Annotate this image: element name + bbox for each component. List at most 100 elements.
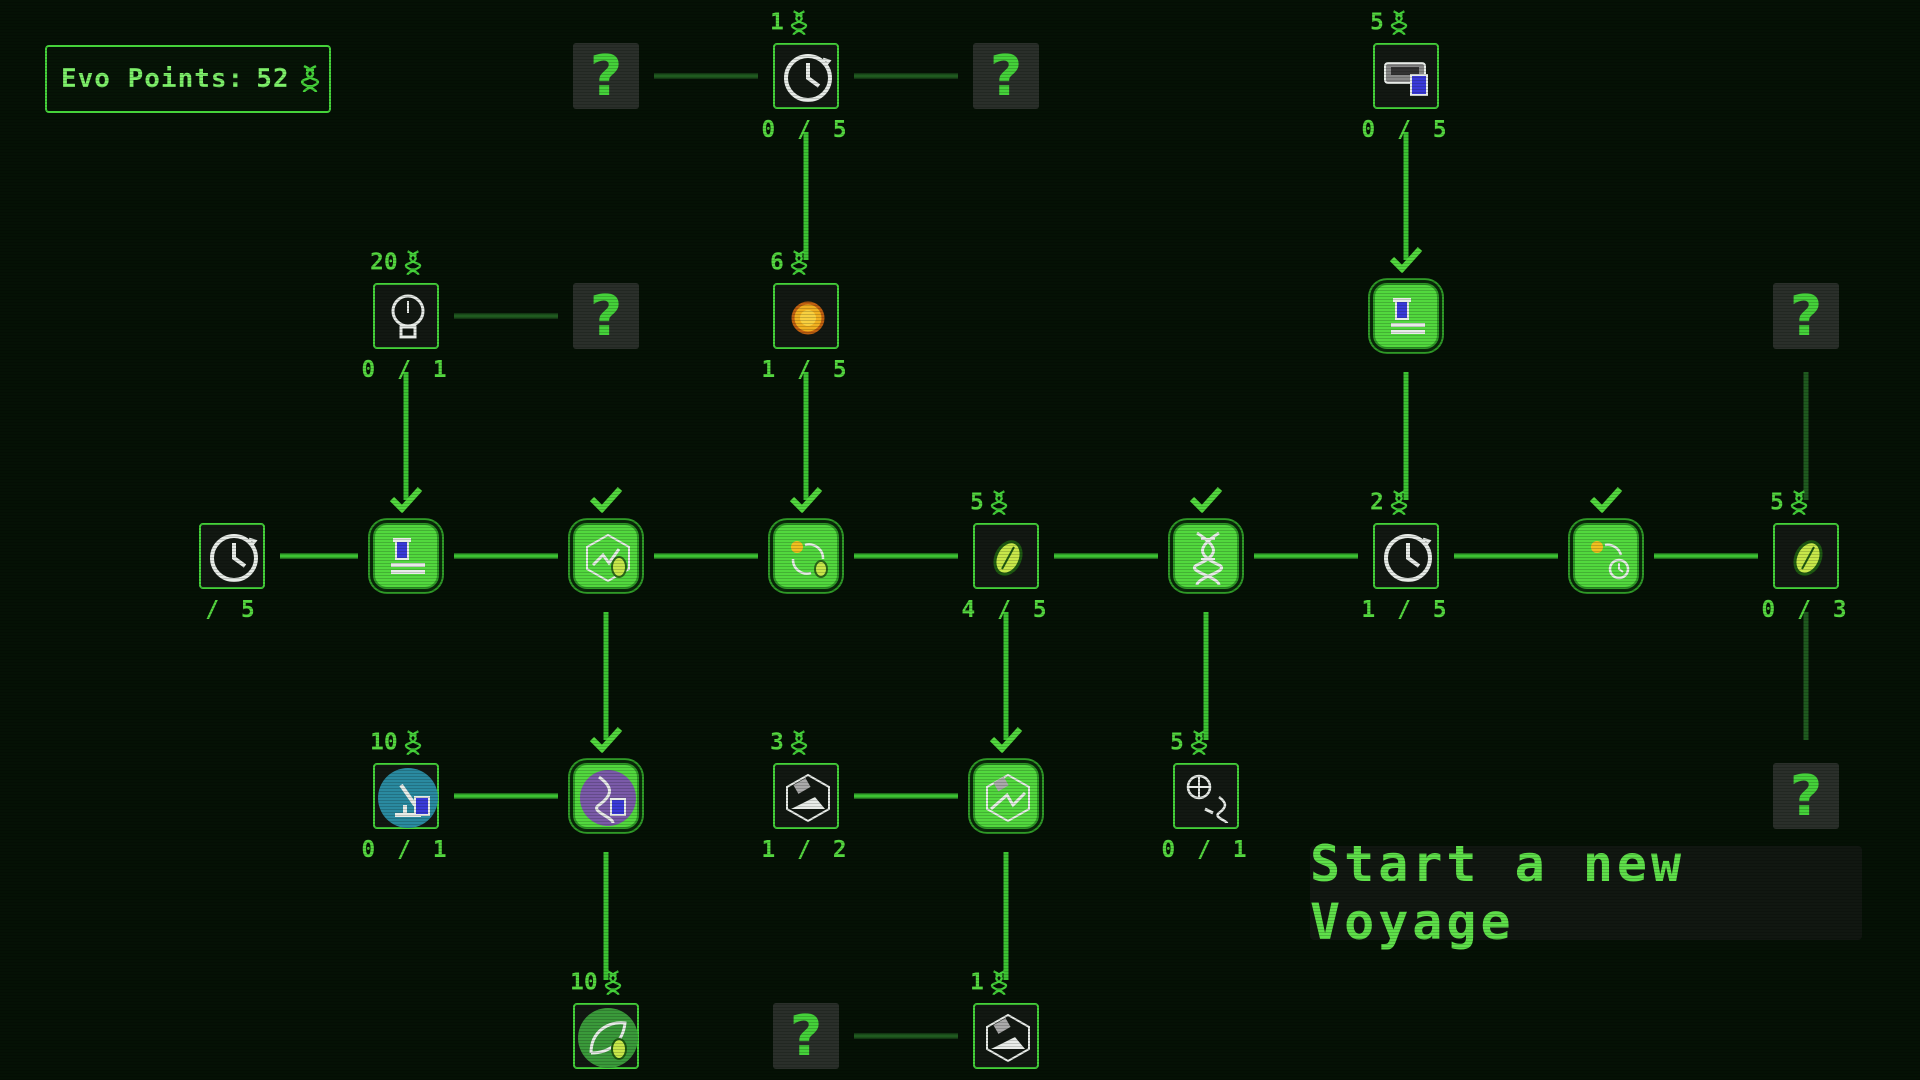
node-cost: 5 (970, 489, 1008, 516)
node-cost: 6 (770, 249, 808, 276)
checkmark-icon (1589, 486, 1623, 513)
node-progress: 0 / 5 (761, 117, 851, 143)
node-progress: 0 / 3 (1761, 597, 1851, 623)
skill-node-question[interactable]: ? (573, 43, 639, 109)
node-cost: 2 (1370, 489, 1408, 516)
dna-icon (1190, 730, 1207, 756)
skill-node-clock[interactable] (1373, 523, 1439, 589)
skill-node-seed[interactable] (1773, 523, 1839, 589)
skill-node-clock[interactable] (773, 43, 839, 109)
node-cost: 20 (370, 249, 422, 276)
microscope-icon (378, 768, 438, 828)
evo-points-value: 52 (256, 64, 290, 94)
skill-node-globe-dna[interactable] (1173, 763, 1239, 829)
node-cost: 10 (370, 729, 422, 756)
question-icon: ? (789, 1003, 823, 1069)
skill-node-microscope[interactable] (373, 763, 439, 829)
checkmark-icon (1189, 486, 1223, 513)
skill-node-satellite[interactable] (973, 1003, 1039, 1069)
node-cost-value: 5 (1770, 489, 1784, 516)
skill-node-dna-helix[interactable] (1173, 523, 1239, 589)
node-progress: 0 / 1 (361, 837, 451, 863)
flask-stack-icon (1391, 298, 1425, 334)
dna-icon (1790, 490, 1807, 516)
node-cost: 5 (1170, 729, 1208, 756)
node-cost: 5 (1770, 489, 1808, 516)
node-cost-value: 20 (370, 249, 398, 276)
checkmark-icon (589, 486, 623, 513)
dna-icon (790, 730, 807, 756)
skill-node-machine-flask[interactable] (1373, 43, 1439, 109)
node-cost-value: 10 (570, 969, 598, 996)
node-cost-value: 3 (770, 729, 784, 756)
skill-node-question[interactable]: ? (573, 283, 639, 349)
satellite-icon (786, 773, 830, 823)
satellite-icon (986, 1013, 1030, 1063)
skill-node-sun-clock[interactable] (1573, 523, 1639, 589)
skill-node-leaf-seed[interactable] (573, 1003, 639, 1069)
checkmark-icon (989, 726, 1023, 753)
question-icon: ? (1789, 283, 1823, 349)
dna-icon (604, 970, 621, 996)
node-cost: 3 (770, 729, 808, 756)
node-cost-value: 2 (1370, 489, 1384, 516)
node-progress: 1 / 2 (761, 837, 851, 863)
dna-icon (1390, 10, 1407, 36)
dna-icon (790, 250, 807, 276)
dna-flask-icon (580, 770, 636, 826)
seed-icon (993, 540, 1023, 576)
node-cost-value: 5 (970, 489, 984, 516)
leaf-seed-icon (578, 1008, 638, 1068)
seed-icon (1793, 540, 1823, 576)
node-cost: 1 (970, 969, 1008, 996)
skill-node-satellite-leaf[interactable] (973, 763, 1039, 829)
dna-helix-icon (1193, 531, 1223, 586)
node-cost-value: 5 (1370, 9, 1384, 36)
node-cost: 1 (770, 9, 808, 36)
skill-node-seed[interactable] (973, 523, 1039, 589)
checkmark-icon (789, 486, 823, 513)
node-progress: 0 / 5 (1361, 117, 1451, 143)
checkmark-icon (589, 726, 623, 753)
node-progress: 0 / 1 (361, 357, 451, 383)
flask-stack-icon (391, 538, 425, 574)
question-icon: ? (989, 43, 1023, 109)
evo-points-panel: Evo Points: 52 (45, 45, 331, 113)
skill-node-question[interactable]: ? (973, 43, 1039, 109)
dna-icon (1390, 490, 1407, 516)
checkmark-icon (1389, 246, 1423, 273)
start-voyage-button[interactable]: Start a new Voyage (1310, 835, 1862, 951)
skill-node-dna-flask[interactable] (573, 763, 639, 829)
node-progress: 4 / 5 (961, 597, 1051, 623)
crab-leaf-icon (586, 533, 630, 583)
skill-node-question[interactable]: ? (773, 1003, 839, 1069)
dna-icon (790, 10, 807, 36)
machine-flask-icon (1384, 62, 1428, 96)
evo-points-label: Evo Points: (61, 64, 245, 94)
dna-icon (404, 730, 421, 756)
node-cost-value: 6 (770, 249, 784, 276)
question-icon: ? (589, 283, 623, 349)
node-progress: 1 / 5 (1361, 597, 1451, 623)
skill-node-flask-stack[interactable] (1373, 283, 1439, 349)
skill-node-crab-leaf[interactable] (573, 523, 639, 589)
checkmark-icon (389, 486, 423, 513)
dna-icon (990, 970, 1007, 996)
skill-node-sun-cycle[interactable] (773, 523, 839, 589)
clock-icon (210, 534, 258, 582)
skill-node-lightbulb[interactable] (373, 283, 439, 349)
skill-node-question[interactable]: ? (1773, 283, 1839, 349)
skill-node-clock[interactable] (199, 523, 265, 589)
skill-node-question[interactable]: ? (1773, 763, 1839, 829)
skill-node-satellite[interactable] (773, 763, 839, 829)
node-cost: 10 (570, 969, 622, 996)
dna-icon (300, 64, 319, 93)
clock-icon (1384, 534, 1432, 582)
coin-icon (791, 301, 825, 335)
skill-node-flask-stack[interactable] (373, 523, 439, 589)
node-progress: 0 / 1 (1161, 837, 1251, 863)
skill-node-coin[interactable] (773, 283, 839, 349)
sun-cycle-icon (791, 541, 828, 578)
satellite-leaf-icon (986, 773, 1030, 823)
